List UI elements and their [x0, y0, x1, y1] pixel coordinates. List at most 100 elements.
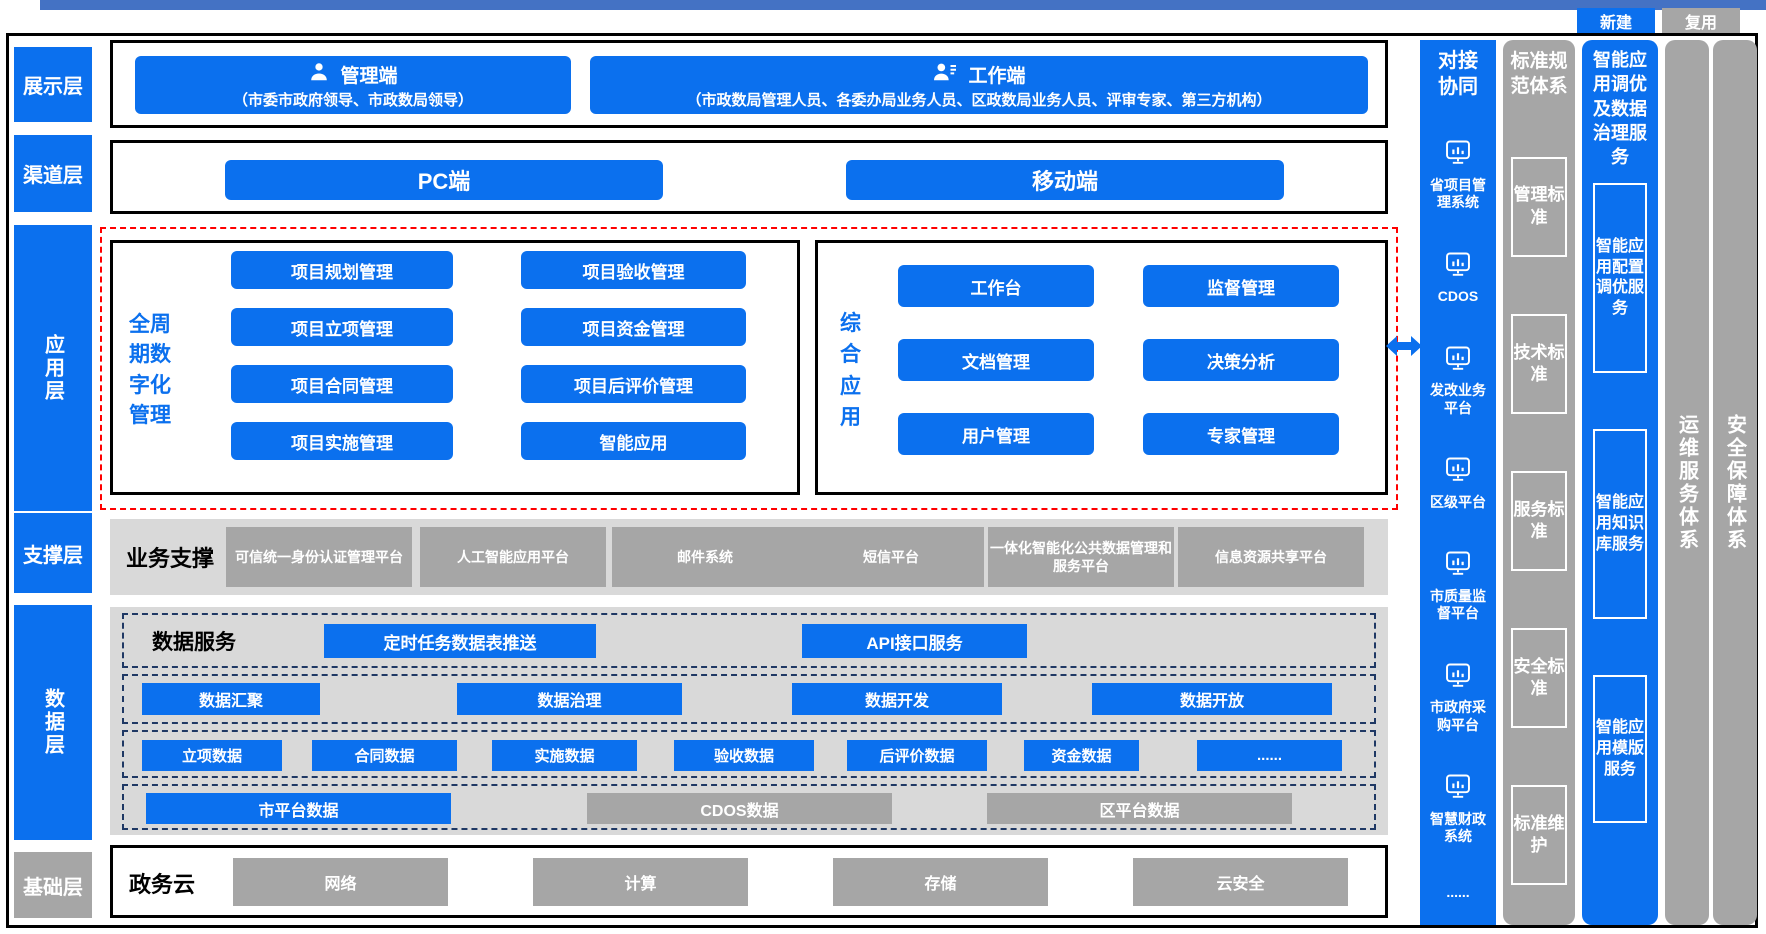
data-node: 区平台数据: [987, 793, 1292, 824]
integration-item: 市政府采购平台: [1424, 661, 1492, 735]
integration-item: 省项目管理系统: [1426, 138, 1490, 212]
data-source-group: 市平台数据 CDOS数据 区平台数据: [122, 784, 1376, 830]
ai-services-title: 智能应用调优及数据治理服务: [1593, 50, 1647, 168]
work-client-node: 工作端 （市政数局管理人员、各委办局业务人员、区政数局业务人员、评审专家、第三方…: [590, 56, 1368, 114]
integration-item: CDOS: [1426, 250, 1490, 306]
app-button: 项目后评价管理: [521, 365, 746, 403]
app-button: 项目立项管理: [231, 308, 453, 346]
comprehensive-label: 综合应用: [840, 311, 861, 430]
standards-title: 标准规范体系: [1510, 51, 1568, 97]
integration-item: 发改业务平台: [1426, 344, 1490, 418]
layer-label-base: 基础层: [14, 852, 92, 918]
ai-services-item: 智能应用配置调优服务: [1593, 183, 1647, 374]
security-column: 安全保障体系: [1713, 40, 1757, 925]
lifecycle-management-box: 全周期数字化管理 项目规划管理 项目验收管理 项目立项管理 项目资金管理 项目合…: [110, 240, 800, 495]
support-node: 信息资源共享平台: [1178, 527, 1364, 587]
layer-label-application: 应用层: [14, 225, 92, 511]
integration-item: ......: [1446, 883, 1470, 900]
user-icon: [308, 61, 330, 89]
pc-client-node: PC端: [225, 160, 663, 200]
ops-title: 运维服务体系: [1675, 413, 1698, 552]
integration-column: 对接协同 省项目管理系统 CDOS 发改业务平台 区级平台 市质量监督平台 市政…: [1420, 40, 1496, 925]
app-button: 工作台: [898, 265, 1094, 307]
app-button: 项目规划管理: [231, 251, 453, 289]
data-node: 数据开发: [792, 683, 1002, 715]
standards-column: 标准规范体系 管理标准 技术标准 服务标准 安全标准 标准维护: [1503, 40, 1575, 925]
support-group-label: 业务支撑: [126, 546, 215, 571]
standards-item: 技术标准: [1511, 313, 1567, 414]
base-node: 网络: [233, 858, 448, 906]
base-layer-box: 政务云 网络 计算 存储 云安全: [110, 845, 1388, 918]
data-node: 后评价数据: [847, 740, 987, 771]
data-node: 立项数据: [142, 740, 282, 771]
integration-item: 智慧财政系统: [1426, 772, 1490, 846]
app-button: 项目资金管理: [521, 308, 746, 346]
data-node: ......: [1197, 740, 1342, 771]
monitor-icon: [1443, 772, 1473, 811]
ops-column: 运维服务体系: [1665, 40, 1709, 925]
standards-item: 安全标准: [1511, 627, 1567, 728]
support-node: 一体化智能化公共数据管理和服务平台: [988, 527, 1174, 587]
ai-services-item: 智能应用模版服务: [1593, 675, 1647, 824]
base-node: 计算: [533, 858, 748, 906]
base-group-label: 政务云: [129, 871, 196, 897]
legend-new-chip: 新建: [1577, 8, 1655, 33]
monitor-icon: [1443, 455, 1473, 494]
channel-layer-box: PC端 移动端: [110, 140, 1388, 214]
lifecycle-label: 全周期数字化管理: [129, 312, 171, 427]
data-node: 验收数据: [674, 740, 814, 771]
support-node: 短信平台: [798, 527, 984, 587]
display-layer-box: 管理端 （市委市政府领导、市政数局领导） 工作端 （市政数局管理人员、各委办局业…: [110, 40, 1388, 128]
users-icon: [932, 61, 958, 89]
data-node: 数据治理: [457, 683, 682, 715]
work-client-subtitle: （市政数局管理人员、各委办局业务人员、区政数局业务人员、评审专家、第三方机构）: [686, 91, 1272, 109]
support-node: 可信统一身份认证管理平台: [226, 527, 412, 587]
data-layer-box: 数据服务 定时任务数据表推送 API接口服务 数据汇聚 数据治理 数据开发 数据…: [110, 607, 1388, 835]
data-node: 实施数据: [492, 740, 637, 771]
monitor-icon: [1443, 138, 1473, 177]
app-button: 专家管理: [1143, 413, 1339, 455]
base-node: 存储: [833, 858, 1048, 906]
support-layer-box: 业务支撑 可信统一身份认证管理平台 人工智能应用平台 邮件系统 短信平台 一体化…: [110, 519, 1388, 595]
admin-client-subtitle: （市委市政府领导、市政数局领导）: [232, 91, 473, 109]
data-node: API接口服务: [802, 624, 1027, 658]
monitor-icon: [1443, 250, 1473, 289]
top-accent-bar: [40, 0, 1766, 10]
app-button: 智能应用: [521, 422, 746, 460]
layer-label-data: 数据层: [14, 605, 92, 840]
data-node: 定时任务数据表推送: [324, 624, 596, 658]
admin-client-node: 管理端 （市委市政府领导、市政数局领导）: [135, 56, 571, 114]
layer-label-display: 展示层: [14, 47, 92, 122]
ai-services-column: 智能应用调优及数据治理服务 智能应用配置调优服务 智能应用知识库服务 智能应用模…: [1582, 40, 1658, 925]
app-button: 监督管理: [1143, 265, 1339, 307]
data-service-group: 数据服务 定时任务数据表推送 API接口服务: [122, 613, 1376, 668]
data-service-label: 数据服务: [152, 630, 236, 654]
data-node: 数据开放: [1092, 683, 1332, 715]
data-node: 市平台数据: [146, 793, 451, 824]
layer-label-support: 支撑层: [14, 513, 92, 593]
base-node: 云安全: [1133, 858, 1348, 906]
data-node: 合同数据: [312, 740, 457, 771]
data-governance-group: 数据汇聚 数据治理 数据开发 数据开放: [122, 674, 1376, 724]
app-button: 项目实施管理: [231, 422, 453, 460]
data-node: 资金数据: [1024, 740, 1139, 771]
work-client-title: 工作端: [968, 66, 1026, 87]
integration-item: 区级平台: [1426, 455, 1490, 511]
legend-reuse-chip: 复用: [1662, 8, 1740, 33]
app-button: 项目合同管理: [231, 365, 453, 403]
app-button: 文档管理: [898, 339, 1094, 381]
standards-item: 服务标准: [1511, 470, 1567, 571]
app-button: 项目验收管理: [521, 251, 746, 289]
monitor-icon: [1443, 344, 1473, 383]
support-node: 人工智能应用平台: [420, 527, 606, 587]
standards-item: 管理标准: [1511, 156, 1567, 257]
ai-services-item: 智能应用知识库服务: [1593, 429, 1647, 620]
layer-label-channel: 渠道层: [14, 135, 92, 212]
application-layer-region: [100, 227, 1398, 510]
integration-title: 对接协同: [1438, 50, 1478, 98]
data-node: 数据汇聚: [142, 683, 320, 715]
data-domain-group: 立项数据 合同数据 实施数据 验收数据 后评价数据 资金数据 ......: [122, 730, 1376, 778]
monitor-icon: [1443, 661, 1473, 700]
security-title: 安全保障体系: [1723, 413, 1746, 552]
